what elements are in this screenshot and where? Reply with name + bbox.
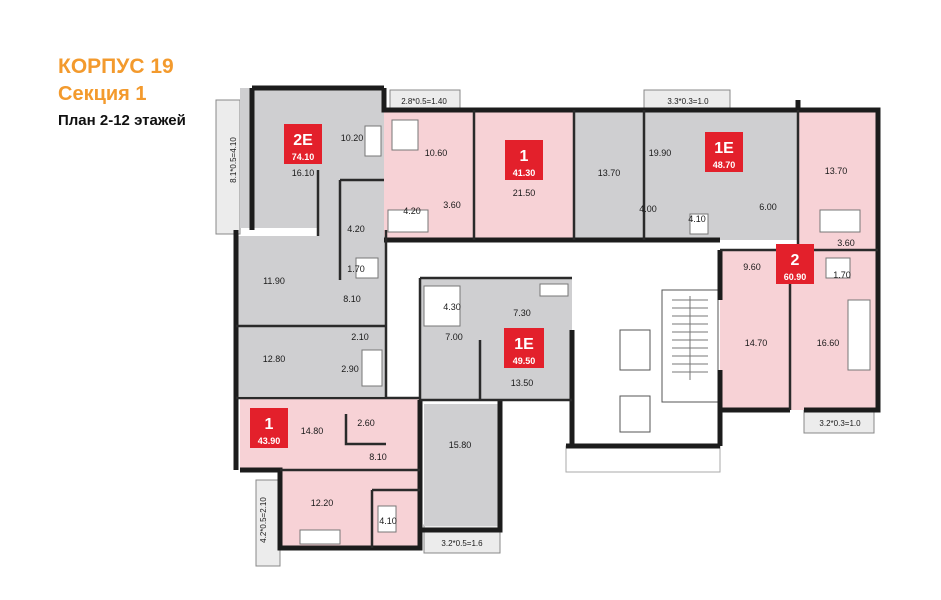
badge-2e-area: 74.10 <box>292 152 315 162</box>
room-label: 2.10 <box>351 332 369 342</box>
badge-2-right-box <box>776 244 814 284</box>
walls <box>233 85 881 551</box>
badge-1-left: 1 43.90 <box>250 408 288 448</box>
room-label: 10.60 <box>425 148 448 158</box>
room-label: 1.70 <box>347 264 365 274</box>
balcony-left-top <box>215 99 241 235</box>
fixtures <box>299 119 871 545</box>
badge-1e-middle: 1E 49.50 <box>504 328 544 368</box>
room-label: 4.20 <box>347 224 365 234</box>
room-label: 4.10 <box>688 214 706 224</box>
badge-1e-middle-type: 1E <box>514 336 534 353</box>
room-label: 12.80 <box>263 354 286 364</box>
room-label: 19.90 <box>649 148 672 158</box>
balcony-label-right: 3.2*0.3=1.0 <box>819 419 861 428</box>
room-label: 3.60 <box>443 200 461 210</box>
room-label: 14.80 <box>301 426 324 436</box>
badge-2-right: 2 60.90 <box>776 244 814 284</box>
badge-1e-top: 1E 48.70 <box>705 132 743 172</box>
apartment-gray-left-lower[interactable] <box>236 326 386 396</box>
badge-1-top-type: 1 <box>520 148 529 165</box>
room-label: 4.10 <box>379 516 397 526</box>
badge-1-left-type: 1 <box>265 416 274 433</box>
apartment-1e-top[interactable] <box>644 110 798 240</box>
room-label: 13.50 <box>511 378 534 388</box>
badge-1-top-area: 41.30 <box>513 168 536 178</box>
room-label: 2.60 <box>357 418 375 428</box>
elevator-1 <box>619 329 651 371</box>
badge-2-right-area: 60.90 <box>784 272 807 282</box>
badge-1e-top-type: 1E <box>714 140 734 157</box>
room-label: 8.10 <box>369 452 387 462</box>
badge-1e-top-area: 48.70 <box>713 160 736 170</box>
room-label: 16.60 <box>817 338 840 348</box>
badge-1-left-box <box>250 408 288 448</box>
room-label: 14.70 <box>745 338 768 348</box>
badge-2e-box <box>284 124 322 164</box>
room-label: 3.60 <box>837 238 855 248</box>
apartment-gray-top-middle[interactable] <box>574 110 644 240</box>
badge-1e-middle-box <box>504 328 544 368</box>
room-label: 9.60 <box>743 262 761 272</box>
apartment-gray-bottom[interactable] <box>424 404 500 526</box>
room-label: 11.90 <box>263 276 285 286</box>
badge-2-right-type: 2 <box>791 252 800 269</box>
room-label: 1.70 <box>833 270 851 280</box>
room-label: 13.70 <box>598 168 621 178</box>
room-label: 10.20 <box>341 133 364 143</box>
room-label: 16.10 <box>292 168 315 178</box>
balcony-label-top-2: 3.3*0.3=1.0 <box>667 97 709 106</box>
room-label: 13.70 <box>825 166 848 176</box>
plan-title: План 2-12 этажей <box>58 112 186 129</box>
badge-2e: 2E 74.10 <box>284 124 322 164</box>
badge-1-left-area: 43.90 <box>258 436 281 446</box>
section-title: Секция 1 <box>58 83 147 105</box>
room-label: 6.00 <box>759 202 777 212</box>
building-title: КОРПУС 19 <box>58 55 174 78</box>
elevator-2 <box>619 395 651 433</box>
balcony-stair <box>565 445 721 473</box>
room-label: 4.20 <box>403 206 421 216</box>
balcony-label-left-top: 8.1*0.5=4.10 <box>229 137 238 183</box>
badge-1-top-box <box>505 140 543 180</box>
balcony-label-top-1: 2.8*0.5=1.40 <box>401 97 447 106</box>
title-block: КОРПУС 19 Секция 1 План 2-12 этажей <box>58 54 186 132</box>
room-label: 4.00 <box>639 204 657 214</box>
room-label: 2.90 <box>341 364 359 374</box>
room-label: 4.30 <box>443 302 461 312</box>
balcony-label-bottom: 3.2*0.5=1.6 <box>441 539 483 548</box>
apartment-gray-left-upper[interactable] <box>236 236 386 326</box>
badge-1-top: 1 41.30 <box>505 140 543 180</box>
room-label: 7.00 <box>445 332 463 342</box>
badge-1e-top-box <box>705 132 743 172</box>
room-label: 21.50 <box>513 188 536 198</box>
stair-steps <box>672 296 708 380</box>
room-label: 15.80 <box>449 440 472 450</box>
room-label: 7.30 <box>513 308 531 318</box>
balcony-label-left-bottom: 4.2*0.5=2.10 <box>259 497 268 543</box>
badge-2e-type: 2E <box>293 132 313 149</box>
room-label: 8.10 <box>343 294 361 304</box>
room-label: 12.20 <box>311 498 334 508</box>
badge-1e-middle-area: 49.50 <box>513 356 536 366</box>
room-labels: 10.20 16.10 4.20 1.70 10.60 4.20 3.60 21… <box>263 133 855 526</box>
